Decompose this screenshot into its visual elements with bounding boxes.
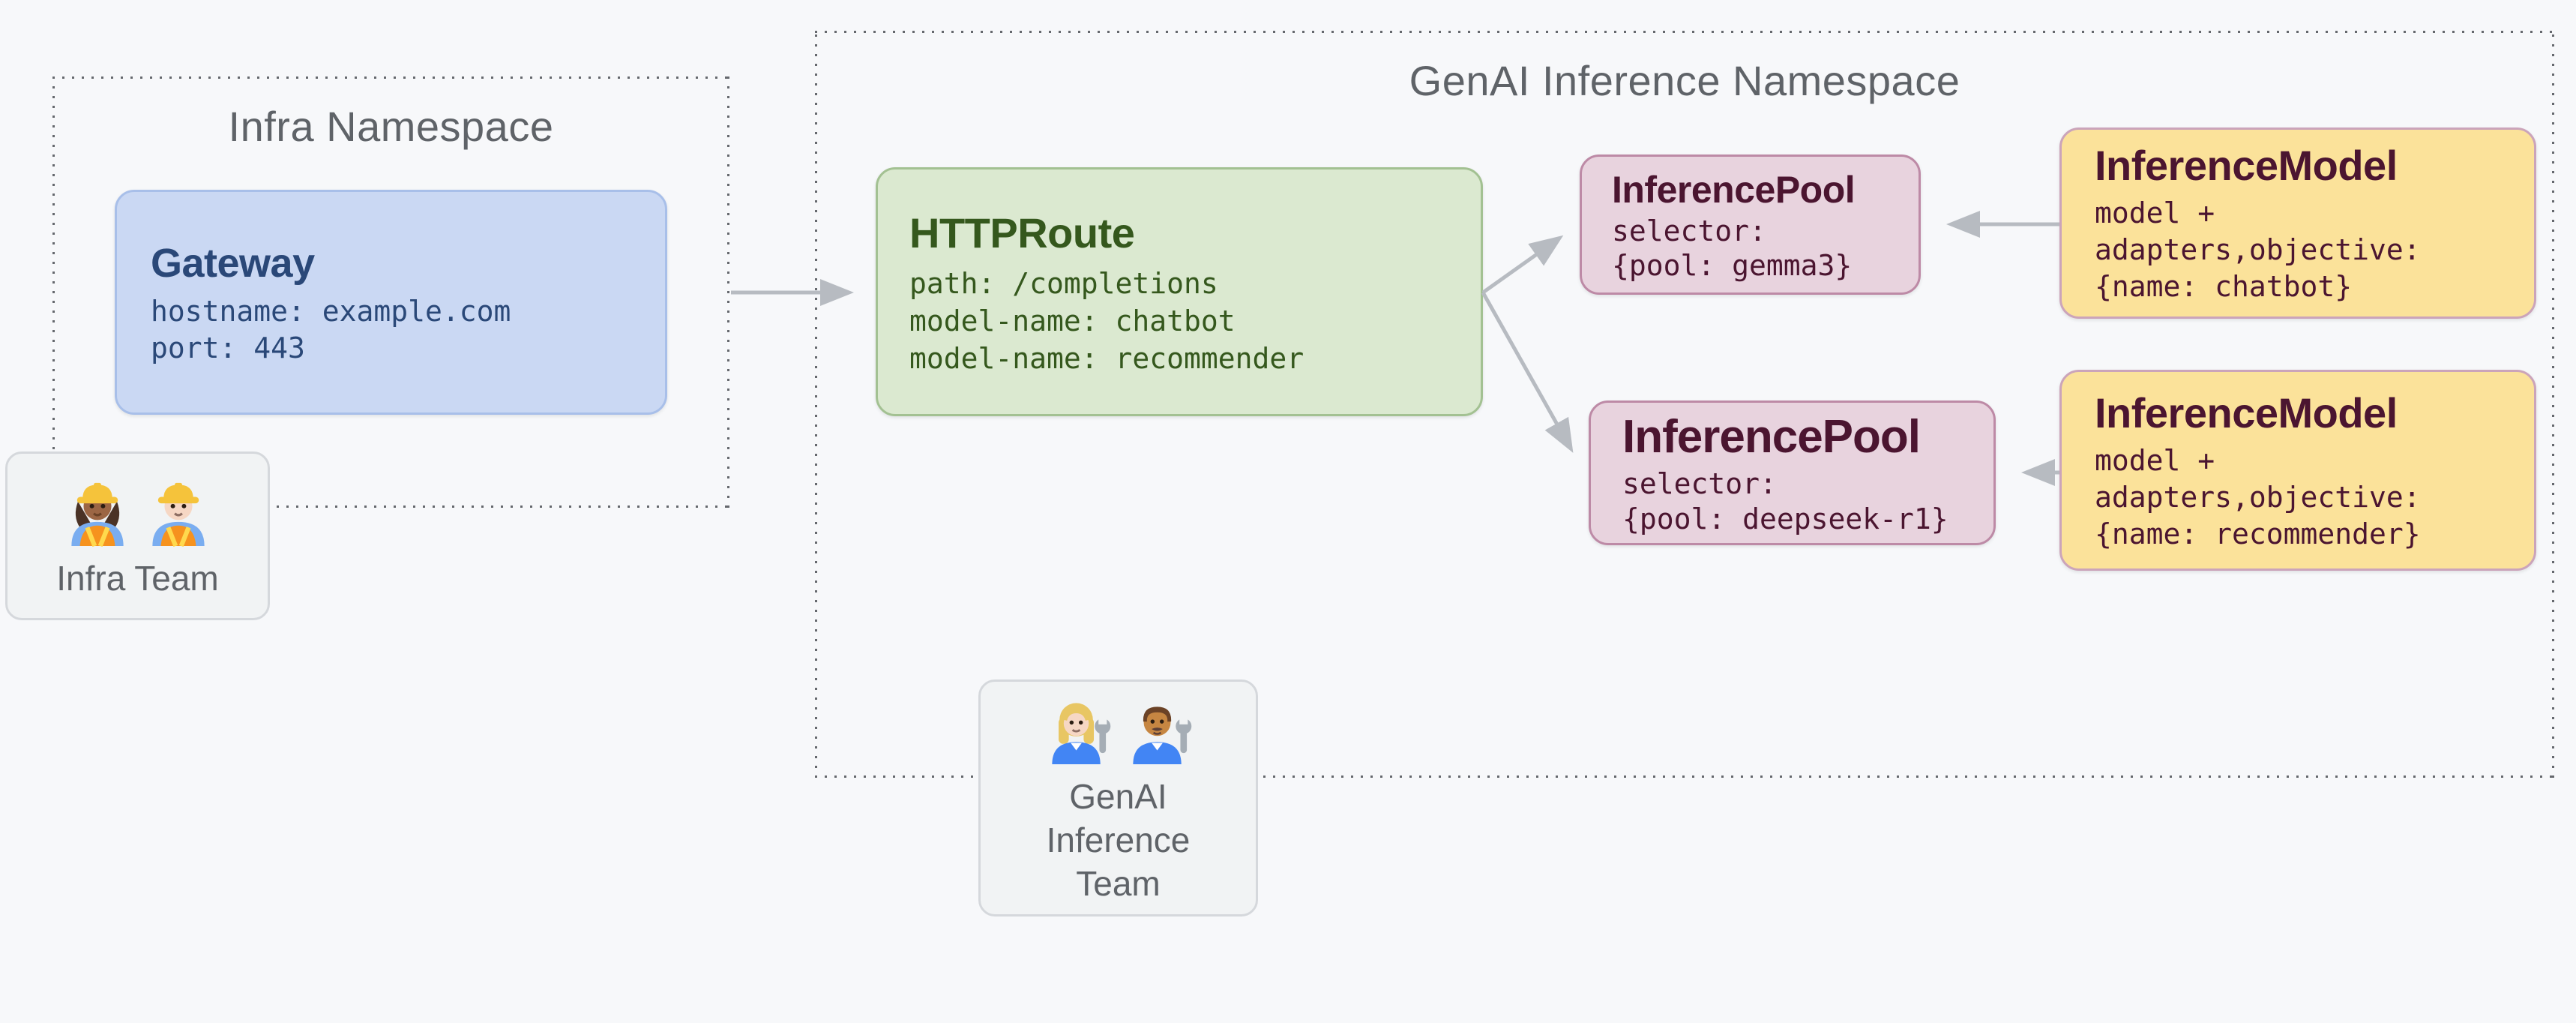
inference-model-2-line-2: adapters,objective: bbox=[2095, 480, 2421, 514]
genai-team-box: GenAI Inference Team bbox=[978, 680, 1258, 916]
inference-model-1-line-1: model + bbox=[2095, 196, 2215, 230]
httproute-path: path: /completions bbox=[909, 267, 1218, 300]
httproute-title: HTTPRoute bbox=[909, 209, 1135, 256]
inference-pool-1-selector: selector: bbox=[1612, 214, 1766, 248]
inference-pool-1-node: InferencePool selector: {pool: gemma3} bbox=[1580, 154, 1921, 295]
man-construction-worker-icon bbox=[143, 472, 214, 549]
genai-team-label-line-1: GenAI bbox=[1069, 777, 1167, 816]
inference-pool-2-code: selector: {pool: deepseek-r1} bbox=[1622, 466, 1993, 537]
inference-pool-2-title: InferencePool bbox=[1622, 410, 1921, 463]
inference-pool-1-value: {pool: gemma3} bbox=[1612, 248, 1853, 282]
inference-pool-2-value: {pool: deepseek-r1} bbox=[1622, 502, 1948, 536]
inference-model-1-line-2: adapters,objective: bbox=[2095, 233, 2421, 266]
woman-construction-worker-icon bbox=[62, 472, 133, 549]
inference-model-1-title: InferenceModel bbox=[2095, 142, 2398, 189]
genai-team-label-line-3: Team bbox=[1076, 864, 1161, 903]
inference-model-2-title: InferenceModel bbox=[2095, 388, 2398, 436]
gateway-port: port: 443 bbox=[151, 332, 305, 364]
gateway-node: Gateway hostname: example.com port: 443 bbox=[115, 190, 667, 415]
gateway-code: hostname: example.com port: 443 bbox=[151, 293, 665, 367]
inference-model-1-code: model + adapters,objective: {name: chatb… bbox=[2095, 195, 2534, 305]
genai-team-label: GenAI Inference Team bbox=[1047, 775, 1191, 905]
inference-model-2-line-3: {name: recommender} bbox=[2095, 517, 2421, 550]
woman-mechanic-icon bbox=[1043, 691, 1113, 767]
inference-pool-1-title: InferencePool bbox=[1612, 168, 1856, 211]
inference-model-2-node: InferenceModel model + adapters,objectiv… bbox=[2059, 370, 2536, 571]
httproute-model-1: model-name: chatbot bbox=[909, 304, 1236, 338]
genai-team-label-line-2: Inference bbox=[1046, 820, 1191, 860]
gateway-hostname: hostname: example.com bbox=[151, 295, 511, 328]
inference-model-1-line-3: {name: chatbot} bbox=[2095, 270, 2353, 303]
gateway-title: Gateway bbox=[151, 241, 315, 286]
httproute-code: path: /completions model-name: chatbot m… bbox=[909, 265, 1481, 377]
genai-namespace-title: GenAI Inference Namespace bbox=[1409, 57, 1960, 104]
inference-pool-2-selector: selector: bbox=[1622, 466, 1777, 500]
infra-team-box: Infra Team bbox=[5, 452, 270, 620]
genai-team-icons bbox=[1043, 691, 1194, 767]
inference-pool-1-code: selector: {pool: gemma3} bbox=[1612, 214, 1919, 283]
inference-model-2-code: model + adapters,objective: {name: recom… bbox=[2095, 442, 2534, 553]
infra-team-icons bbox=[62, 472, 214, 549]
infra-team-label: Infra Team bbox=[56, 558, 219, 598]
inference-model-2-line-1: model + bbox=[2095, 443, 2215, 477]
inference-model-1-node: InferenceModel model + adapters,objectiv… bbox=[2059, 128, 2536, 319]
inference-pool-2-node: InferencePool selector: {pool: deepseek-… bbox=[1589, 400, 1996, 545]
httproute-node: HTTPRoute path: /completions model-name:… bbox=[876, 167, 1483, 416]
httproute-model-2: model-name: recommender bbox=[909, 342, 1304, 375]
infra-namespace-title: Infra Namespace bbox=[228, 103, 554, 150]
man-mechanic-icon bbox=[1124, 691, 1194, 767]
